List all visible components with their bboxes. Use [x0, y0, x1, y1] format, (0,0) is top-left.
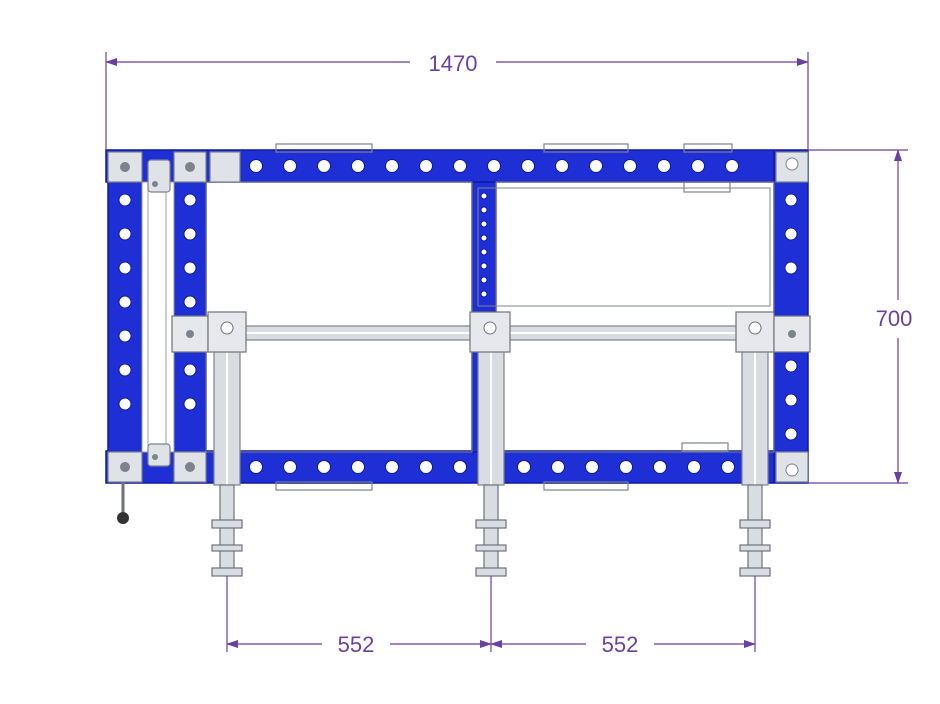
overall-width-label: 1470: [429, 51, 478, 76]
overall-height-label: 700: [876, 306, 913, 331]
profile-holes: [118, 159, 798, 474]
axle-assembly: [117, 311, 811, 577]
spacing-left-label: 552: [338, 632, 375, 657]
brake-knob: [117, 512, 129, 524]
spacing-right-label: 552: [602, 632, 639, 657]
dimension-lines: [105, 52, 908, 652]
